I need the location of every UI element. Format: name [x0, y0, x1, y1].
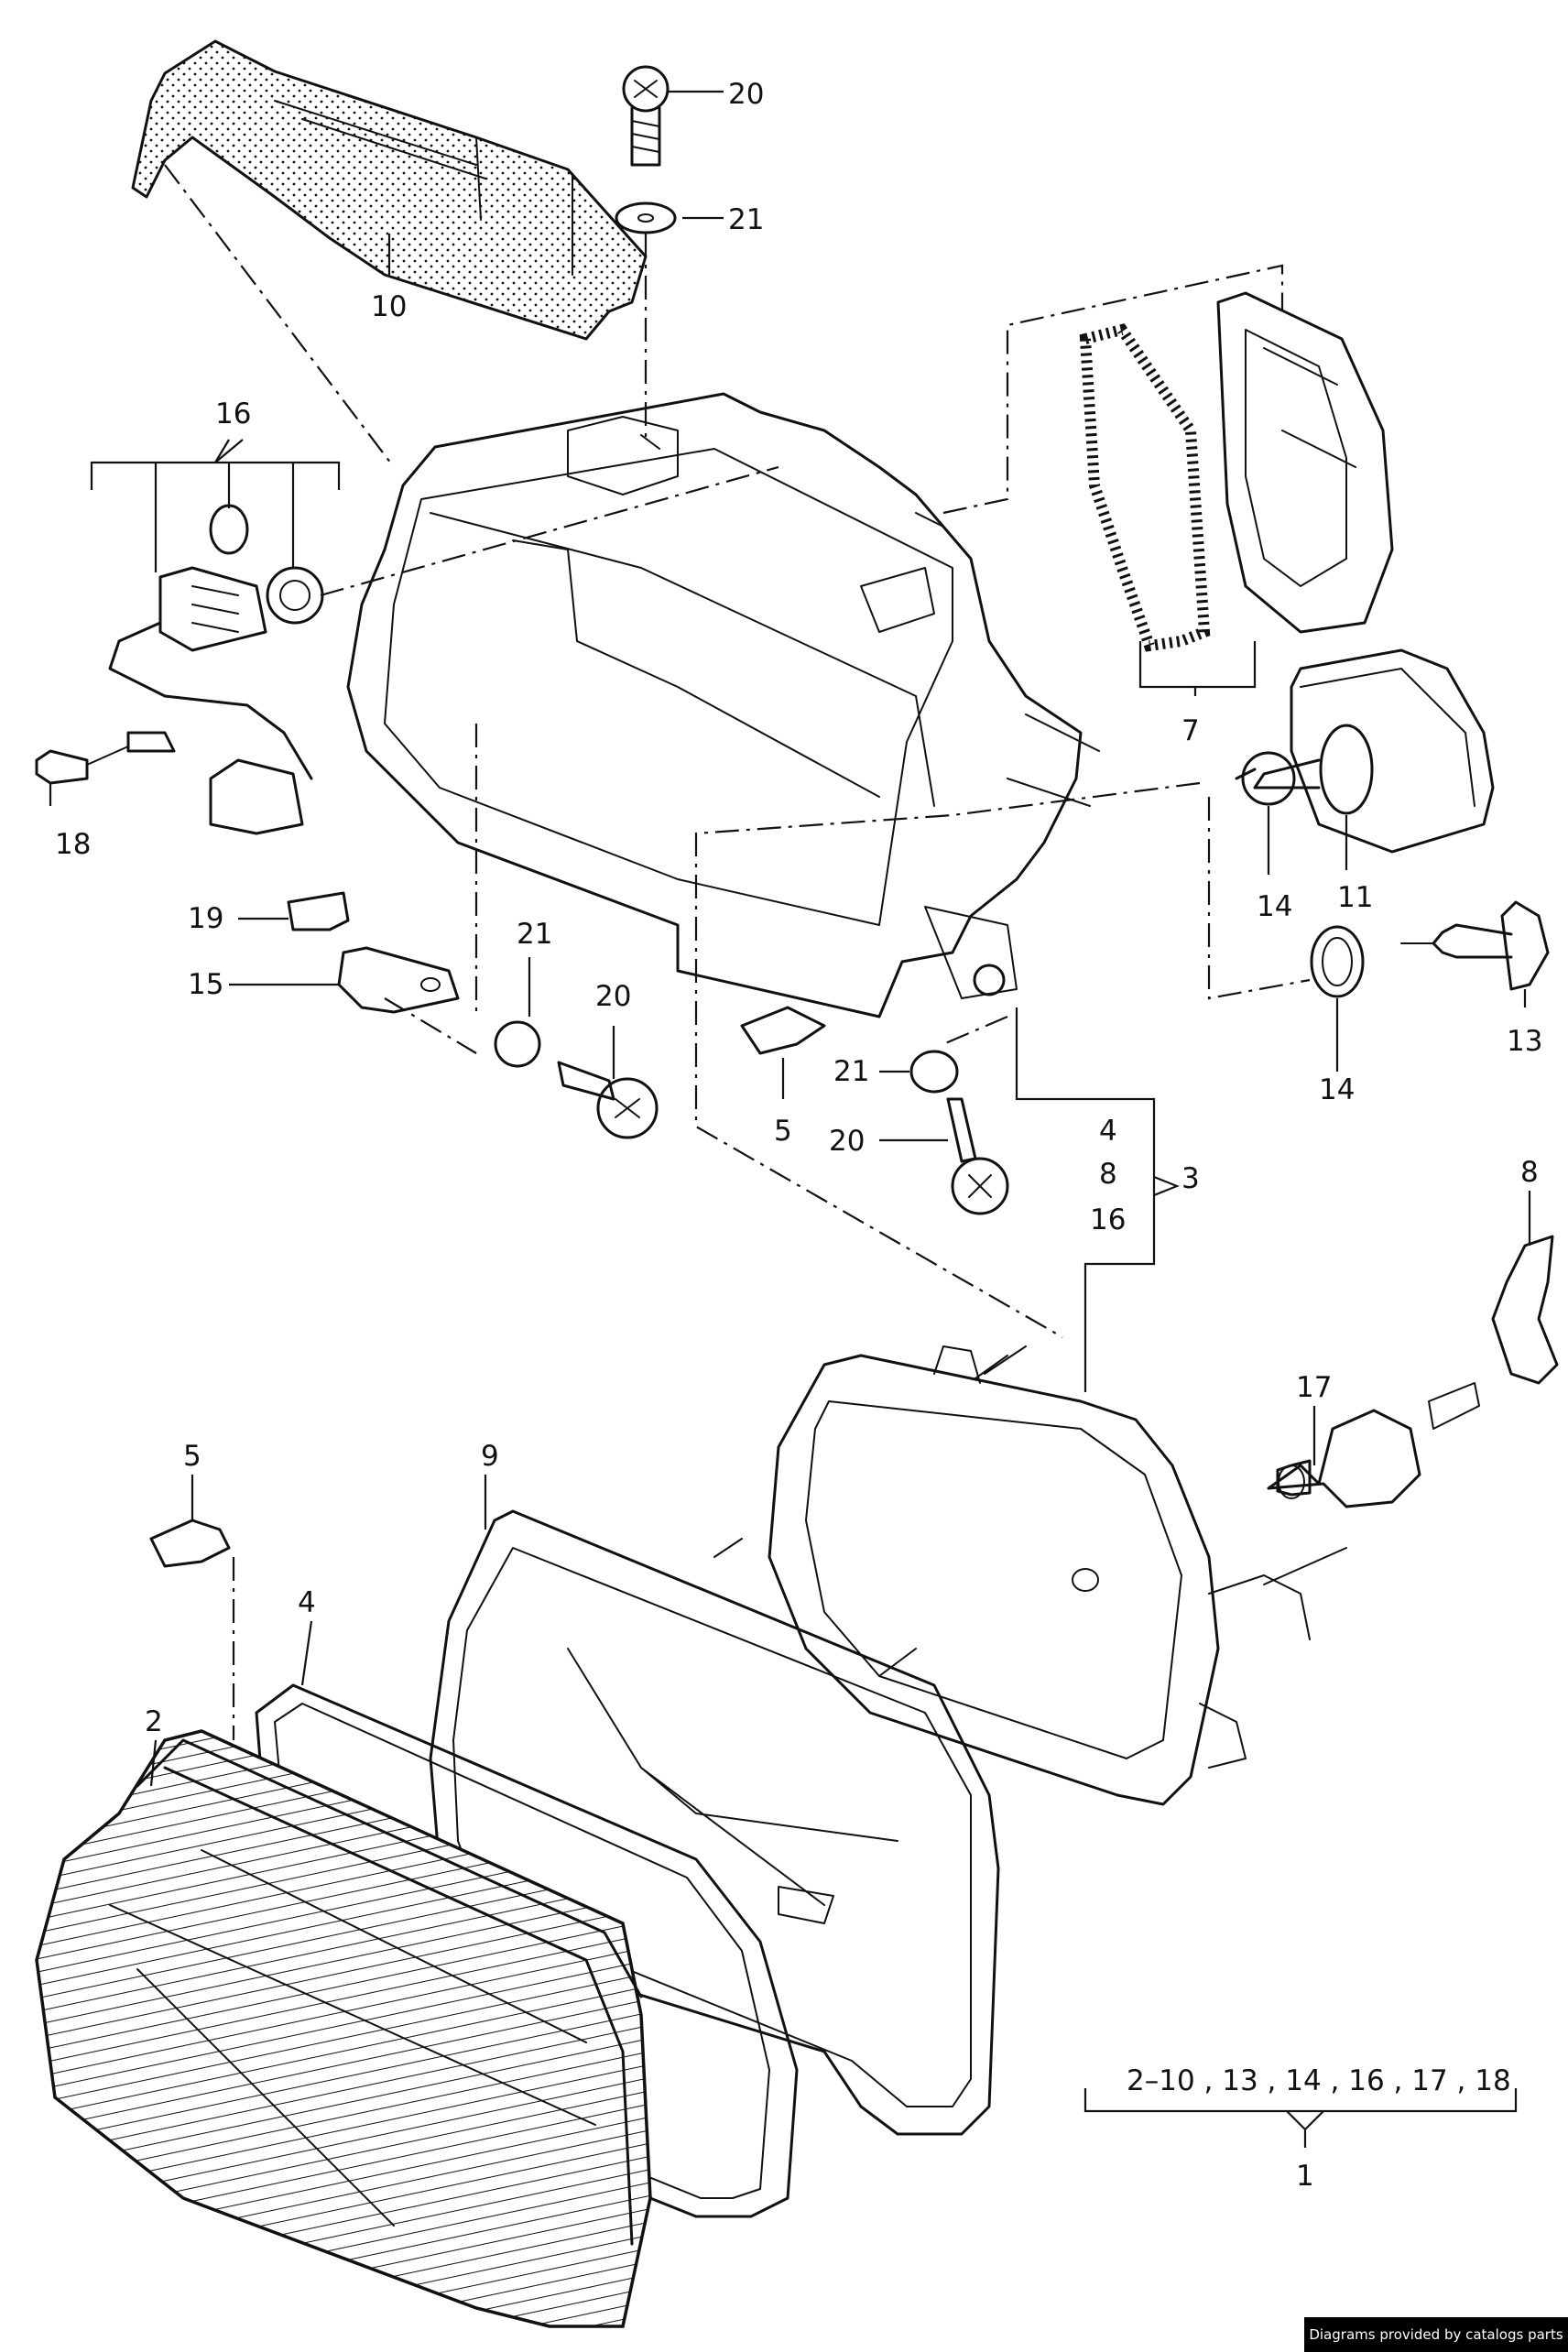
callout-21: 21 — [833, 1055, 869, 1088]
callout-5: 5 — [774, 1115, 792, 1148]
callout-20: 20 — [595, 980, 631, 1013]
callout-16: 16 — [215, 397, 251, 430]
callout-3: 3 — [1181, 1162, 1200, 1195]
reflector-assembly — [768, 1345, 1347, 1806]
headlight-lens-2 — [35, 1729, 652, 2328]
bulb-13 — [1400, 900, 1550, 991]
screw-top — [622, 65, 670, 167]
screw-right — [946, 1097, 1009, 1215]
callout-1: 1 — [1296, 2160, 1314, 2193]
callout-14: 14 — [1257, 890, 1292, 923]
callout-labels: 20 21 10 16 18 7 11 14 13 14 19 15 21 20… — [55, 78, 1542, 2193]
bulb-17 — [1267, 1382, 1480, 1508]
gasket-frame — [1079, 291, 1394, 652]
clip-5-lower — [149, 1519, 231, 1568]
washer-left — [494, 1020, 541, 1068]
trim-strip-part — [131, 39, 648, 341]
callout-15: 15 — [188, 968, 223, 1001]
callout-14: 14 — [1319, 1073, 1355, 1106]
callout-16: 16 — [1090, 1203, 1126, 1236]
callout-5: 5 — [183, 1440, 201, 1473]
callout-18: 18 — [55, 828, 91, 861]
callout-11: 11 — [1337, 881, 1373, 914]
washer-top — [615, 201, 677, 234]
callout-13: 13 — [1507, 1025, 1542, 1058]
socket-wiring — [35, 504, 324, 835]
callout-9: 9 — [481, 1440, 499, 1473]
headlight-housing — [346, 392, 1100, 1018]
credit-text: Diagrams provided by catalogs parts — [1309, 2326, 1563, 2343]
callout-21: 21 — [517, 918, 552, 951]
screw-left — [557, 1061, 659, 1139]
callout-10: 10 — [371, 290, 407, 323]
clip-19 — [287, 891, 350, 931]
callout-8: 8 — [1099, 1158, 1117, 1191]
callout-4: 4 — [1099, 1115, 1117, 1148]
clip-5-upper — [740, 1006, 826, 1055]
callout-2: 2 — [145, 1705, 163, 1738]
callout-21: 21 — [728, 203, 764, 236]
kit-contents-list: 2–10 , 13 , 14 , 16 , 17 , 18 — [1127, 2064, 1511, 2097]
callout-20: 20 — [829, 1125, 865, 1158]
callout-19: 19 — [188, 902, 223, 935]
leader-lines — [49, 90, 1531, 2148]
clip-8 — [1491, 1235, 1559, 1385]
callout-20: 20 — [728, 78, 764, 111]
ring-14 — [1310, 925, 1365, 998]
adjuster-15 — [337, 946, 460, 1014]
callout-17: 17 — [1296, 1371, 1332, 1404]
credit-banner — [1304, 2317, 1568, 2352]
callout-7: 7 — [1181, 714, 1200, 747]
callout-8: 8 — [1520, 1156, 1539, 1189]
washer-right — [909, 1050, 959, 1094]
callout-4: 4 — [298, 1586, 316, 1619]
bulb-module — [1235, 648, 1495, 854]
